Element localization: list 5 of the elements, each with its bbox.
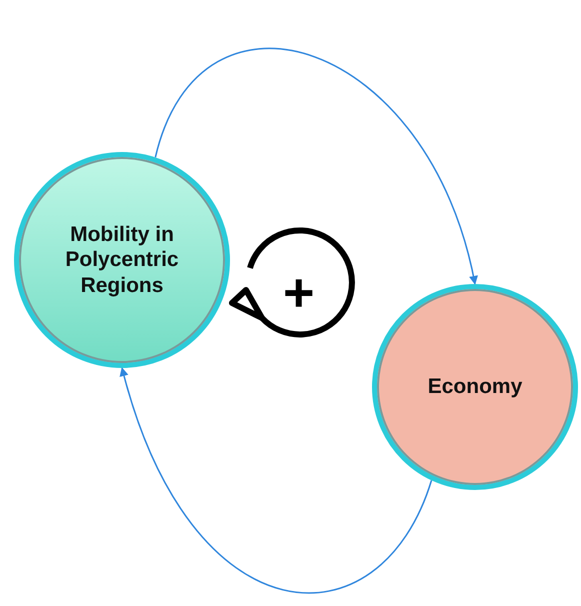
arrow bbox=[154, 48, 478, 285]
arrow bbox=[120, 367, 432, 594]
node-label: Mobility in Polycentric Regions bbox=[64, 222, 180, 298]
node-label: Economy bbox=[426, 374, 524, 400]
polarity-sign: + bbox=[283, 266, 315, 320]
